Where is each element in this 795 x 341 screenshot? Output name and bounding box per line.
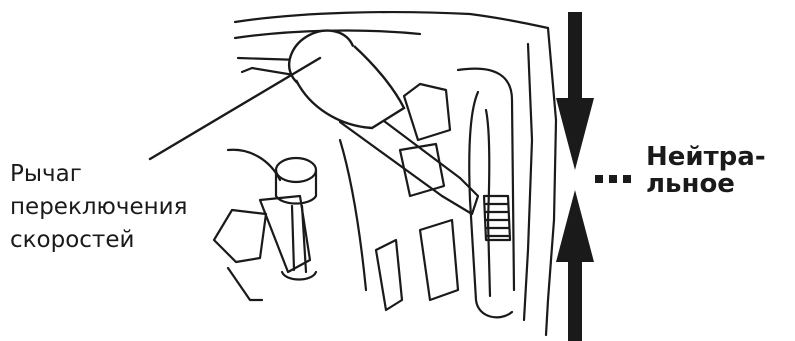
lower-arrow-shaft xyxy=(568,260,582,341)
gear-lever-label-line: Рычаг xyxy=(10,158,187,191)
console-outlines xyxy=(214,12,556,335)
neutral-position-label: Нейтра- льное xyxy=(646,144,766,198)
gear-lever-label-line: скоростей xyxy=(10,224,187,257)
up-arrow-icon xyxy=(556,190,594,262)
neutral-position-label-line: Нейтра- xyxy=(646,144,766,171)
dotted-leader-dot xyxy=(595,175,603,183)
lever-leader-line xyxy=(150,58,320,159)
gear-lever-label-line: переключения xyxy=(10,191,187,224)
upper-arrow-shaft xyxy=(568,12,582,100)
gear-shift-knob xyxy=(279,19,404,128)
neutral-position-marker xyxy=(556,12,631,341)
dotted-leader-dot xyxy=(623,175,631,183)
down-arrow-icon xyxy=(556,98,594,170)
gear-lever-label: Рычаг переключения скоростей xyxy=(10,158,187,257)
dotted-leader-dot xyxy=(609,175,617,183)
neutral-position-label-line: льное xyxy=(646,171,766,198)
